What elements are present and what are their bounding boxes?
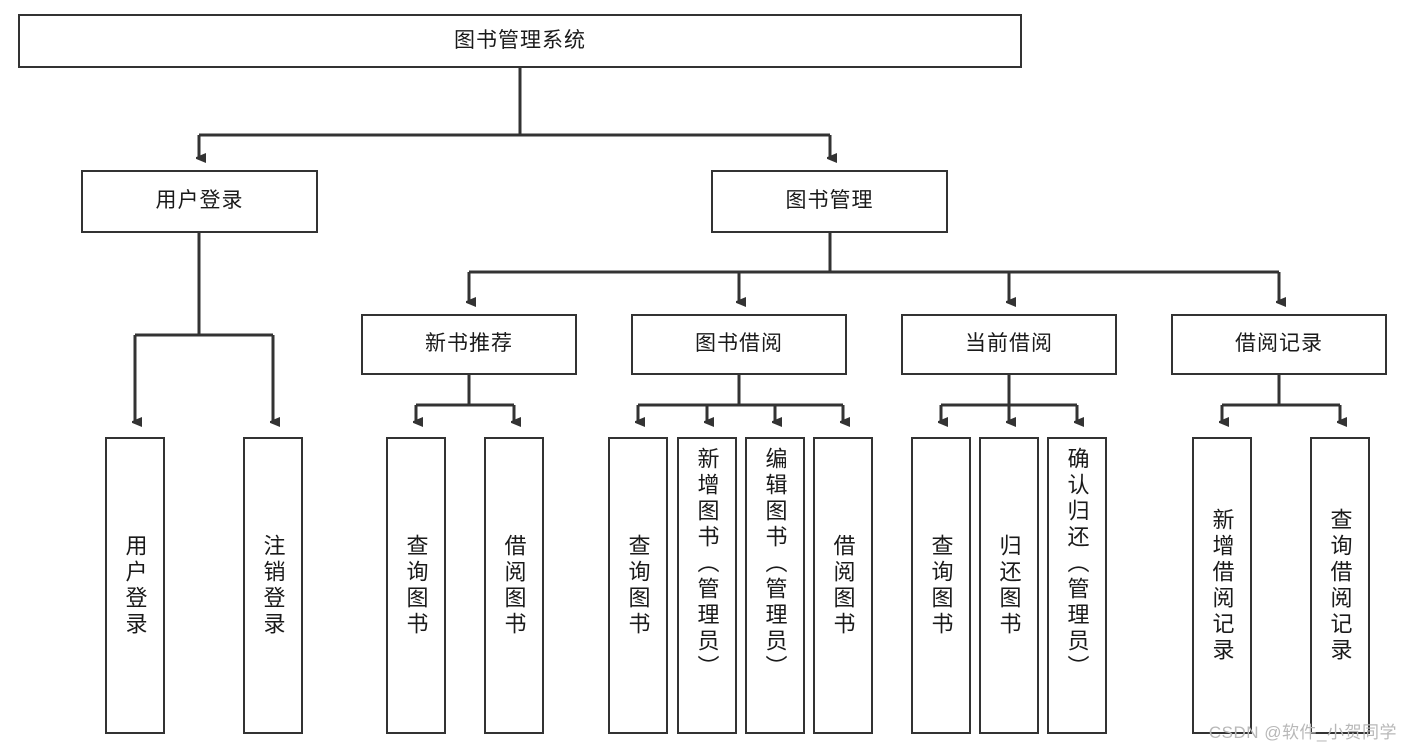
node-leaf-return-book[interactable]: 归还图书 bbox=[979, 437, 1039, 734]
node-root-label: 图书管理系统 bbox=[454, 28, 586, 52]
node-leaf-add-record[interactable]: 新增借阅记录 bbox=[1192, 437, 1252, 734]
node-leaf-user-logout-label: 注销登录 bbox=[260, 533, 286, 638]
watermark-text: CSDN @软件_小贺同学 bbox=[1208, 723, 1397, 742]
node-leaf-user-logout[interactable]: 注销登录 bbox=[243, 437, 303, 734]
node-leaf-user-login[interactable]: 用户登录 bbox=[105, 437, 165, 734]
node-user-login-label: 用户登录 bbox=[155, 189, 244, 213]
node-leaf-add-record-label: 新增借阅记录 bbox=[1209, 507, 1235, 664]
node-book-borrow[interactable]: 图书借阅 bbox=[631, 314, 847, 375]
node-current-borrow[interactable]: 当前借阅 bbox=[901, 314, 1117, 375]
node-borrow-record-label: 借阅记录 bbox=[1235, 332, 1323, 356]
node-leaf-confirm-return-label: 确认归还（管理员） bbox=[1064, 447, 1090, 681]
node-leaf-query-record-label: 查询借阅记录 bbox=[1327, 507, 1353, 664]
node-leaf-add-book-label: 新增图书（管理员） bbox=[694, 447, 720, 681]
node-leaf-borrow-book-2-label: 借阅图书 bbox=[830, 533, 856, 638]
node-book-manage-label: 图书管理 bbox=[785, 189, 874, 213]
node-leaf-borrow-book-1[interactable]: 借阅图书 bbox=[484, 437, 544, 734]
node-leaf-query-book-2-label: 查询图书 bbox=[625, 533, 651, 638]
node-leaf-user-login-label: 用户登录 bbox=[122, 533, 148, 638]
node-leaf-query-record[interactable]: 查询借阅记录 bbox=[1310, 437, 1370, 734]
node-leaf-query-book-3-label: 查询图书 bbox=[928, 533, 954, 638]
node-leaf-borrow-book-1-label: 借阅图书 bbox=[501, 533, 527, 638]
node-leaf-edit-book[interactable]: 编辑图书（管理员） bbox=[745, 437, 805, 734]
node-leaf-query-book-2[interactable]: 查询图书 bbox=[608, 437, 668, 734]
node-root[interactable]: 图书管理系统 bbox=[18, 14, 1022, 68]
node-new-book-rec[interactable]: 新书推荐 bbox=[361, 314, 577, 375]
node-leaf-borrow-book-2[interactable]: 借阅图书 bbox=[813, 437, 873, 734]
node-book-borrow-label: 图书借阅 bbox=[695, 332, 783, 356]
node-leaf-confirm-return[interactable]: 确认归还（管理员） bbox=[1047, 437, 1107, 734]
node-current-borrow-label: 当前借阅 bbox=[965, 332, 1053, 356]
node-user-login[interactable]: 用户登录 bbox=[81, 170, 318, 233]
node-leaf-edit-book-label: 编辑图书（管理员） bbox=[762, 447, 788, 681]
node-borrow-record[interactable]: 借阅记录 bbox=[1171, 314, 1387, 375]
node-leaf-return-book-label: 归还图书 bbox=[996, 533, 1022, 638]
node-leaf-add-book[interactable]: 新增图书（管理员） bbox=[677, 437, 737, 734]
node-new-book-rec-label: 新书推荐 bbox=[425, 332, 513, 356]
node-leaf-query-book-3[interactable]: 查询图书 bbox=[911, 437, 971, 734]
node-leaf-query-book-1-label: 查询图书 bbox=[403, 533, 429, 638]
node-leaf-query-book-1[interactable]: 查询图书 bbox=[386, 437, 446, 734]
node-book-manage[interactable]: 图书管理 bbox=[711, 170, 948, 233]
